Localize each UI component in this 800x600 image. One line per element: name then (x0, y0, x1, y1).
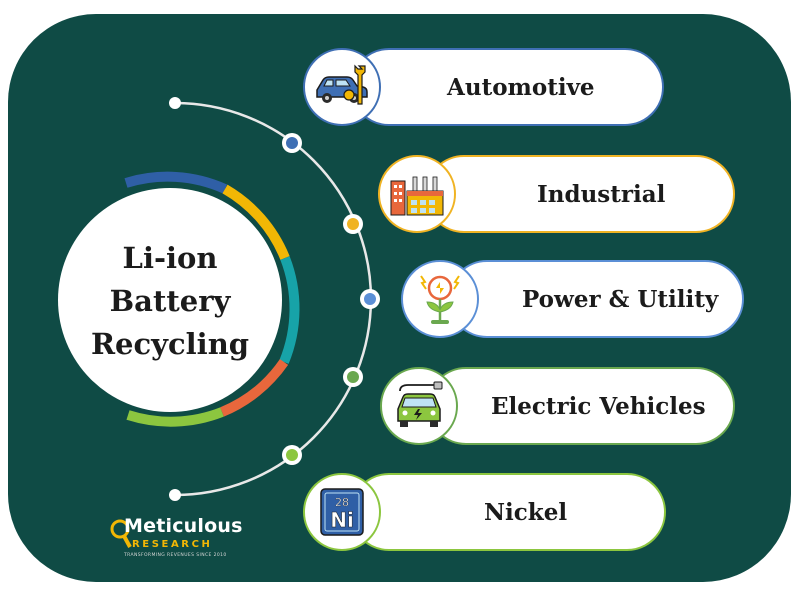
element-number: 28 (335, 496, 349, 509)
ring-segment-green (126, 407, 224, 427)
center-title: Li-ion Battery Recycling (62, 210, 278, 392)
nickel-element-icon: 28 Ni (320, 488, 364, 536)
electric-car-icon (397, 381, 443, 427)
logo-name: Meticulous (124, 515, 243, 537)
center-ring (124, 171, 300, 427)
segment-pill-nickel: Nickel (350, 473, 666, 551)
center-title-line-1: Li-ion (122, 240, 218, 275)
center-title-line-2: Battery (109, 283, 231, 318)
arc-start-dot (169, 97, 181, 109)
icon-disc-electric-vehicles (380, 367, 458, 445)
segment-label-nickel: Nickel (484, 498, 568, 526)
segment-pill-power-utility: Power & Utility (448, 260, 744, 338)
icon-disc-nickel: 28 Ni (303, 473, 381, 551)
segment-label-automotive: Automotive (447, 73, 595, 101)
node-dot-electric-vehicles (343, 367, 363, 387)
arc-end-dot (169, 489, 181, 501)
logo-sub: RESEARCH (132, 539, 213, 550)
ring-segment-teal (279, 256, 300, 364)
ring-segment-blue (124, 171, 228, 194)
element-symbol: Ni (330, 508, 354, 532)
node-dot-industrial (343, 214, 363, 234)
segment-pill-electric-vehicles: Electric Vehicles (427, 367, 735, 445)
node-dot-automotive (282, 133, 302, 153)
icon-disc-industrial (378, 155, 456, 233)
node-dot-nickel (282, 445, 302, 465)
center-circle (58, 188, 282, 412)
logo-tagline: TRANSFORMING REVENUES SINCE 2010 (124, 553, 227, 558)
segment-label-power-utility: Power & Utility (522, 285, 719, 313)
meticulous-research-logo: Meticulous RESEARCH TRANSFORMING REVENUE… (110, 515, 245, 563)
center-title-line-3: Recycling (90, 326, 250, 361)
car-repair-icon (316, 64, 368, 105)
power-plant-icon (420, 275, 460, 324)
segment-pill-automotive: Automotive (350, 48, 664, 126)
segment-label-industrial: Industrial (537, 180, 666, 208)
icon-disc-automotive (303, 48, 381, 126)
ring-segment-yellow (222, 184, 290, 260)
ring-segment-orange (220, 359, 289, 417)
segment-label-electric-vehicles: Electric Vehicles (491, 392, 706, 420)
segment-pill-industrial: Industrial (425, 155, 735, 233)
magnifier-logo-icon (110, 519, 132, 548)
factory-icon (390, 176, 444, 216)
node-dot-power-utility (360, 289, 380, 309)
icon-disc-power-utility (401, 260, 479, 338)
